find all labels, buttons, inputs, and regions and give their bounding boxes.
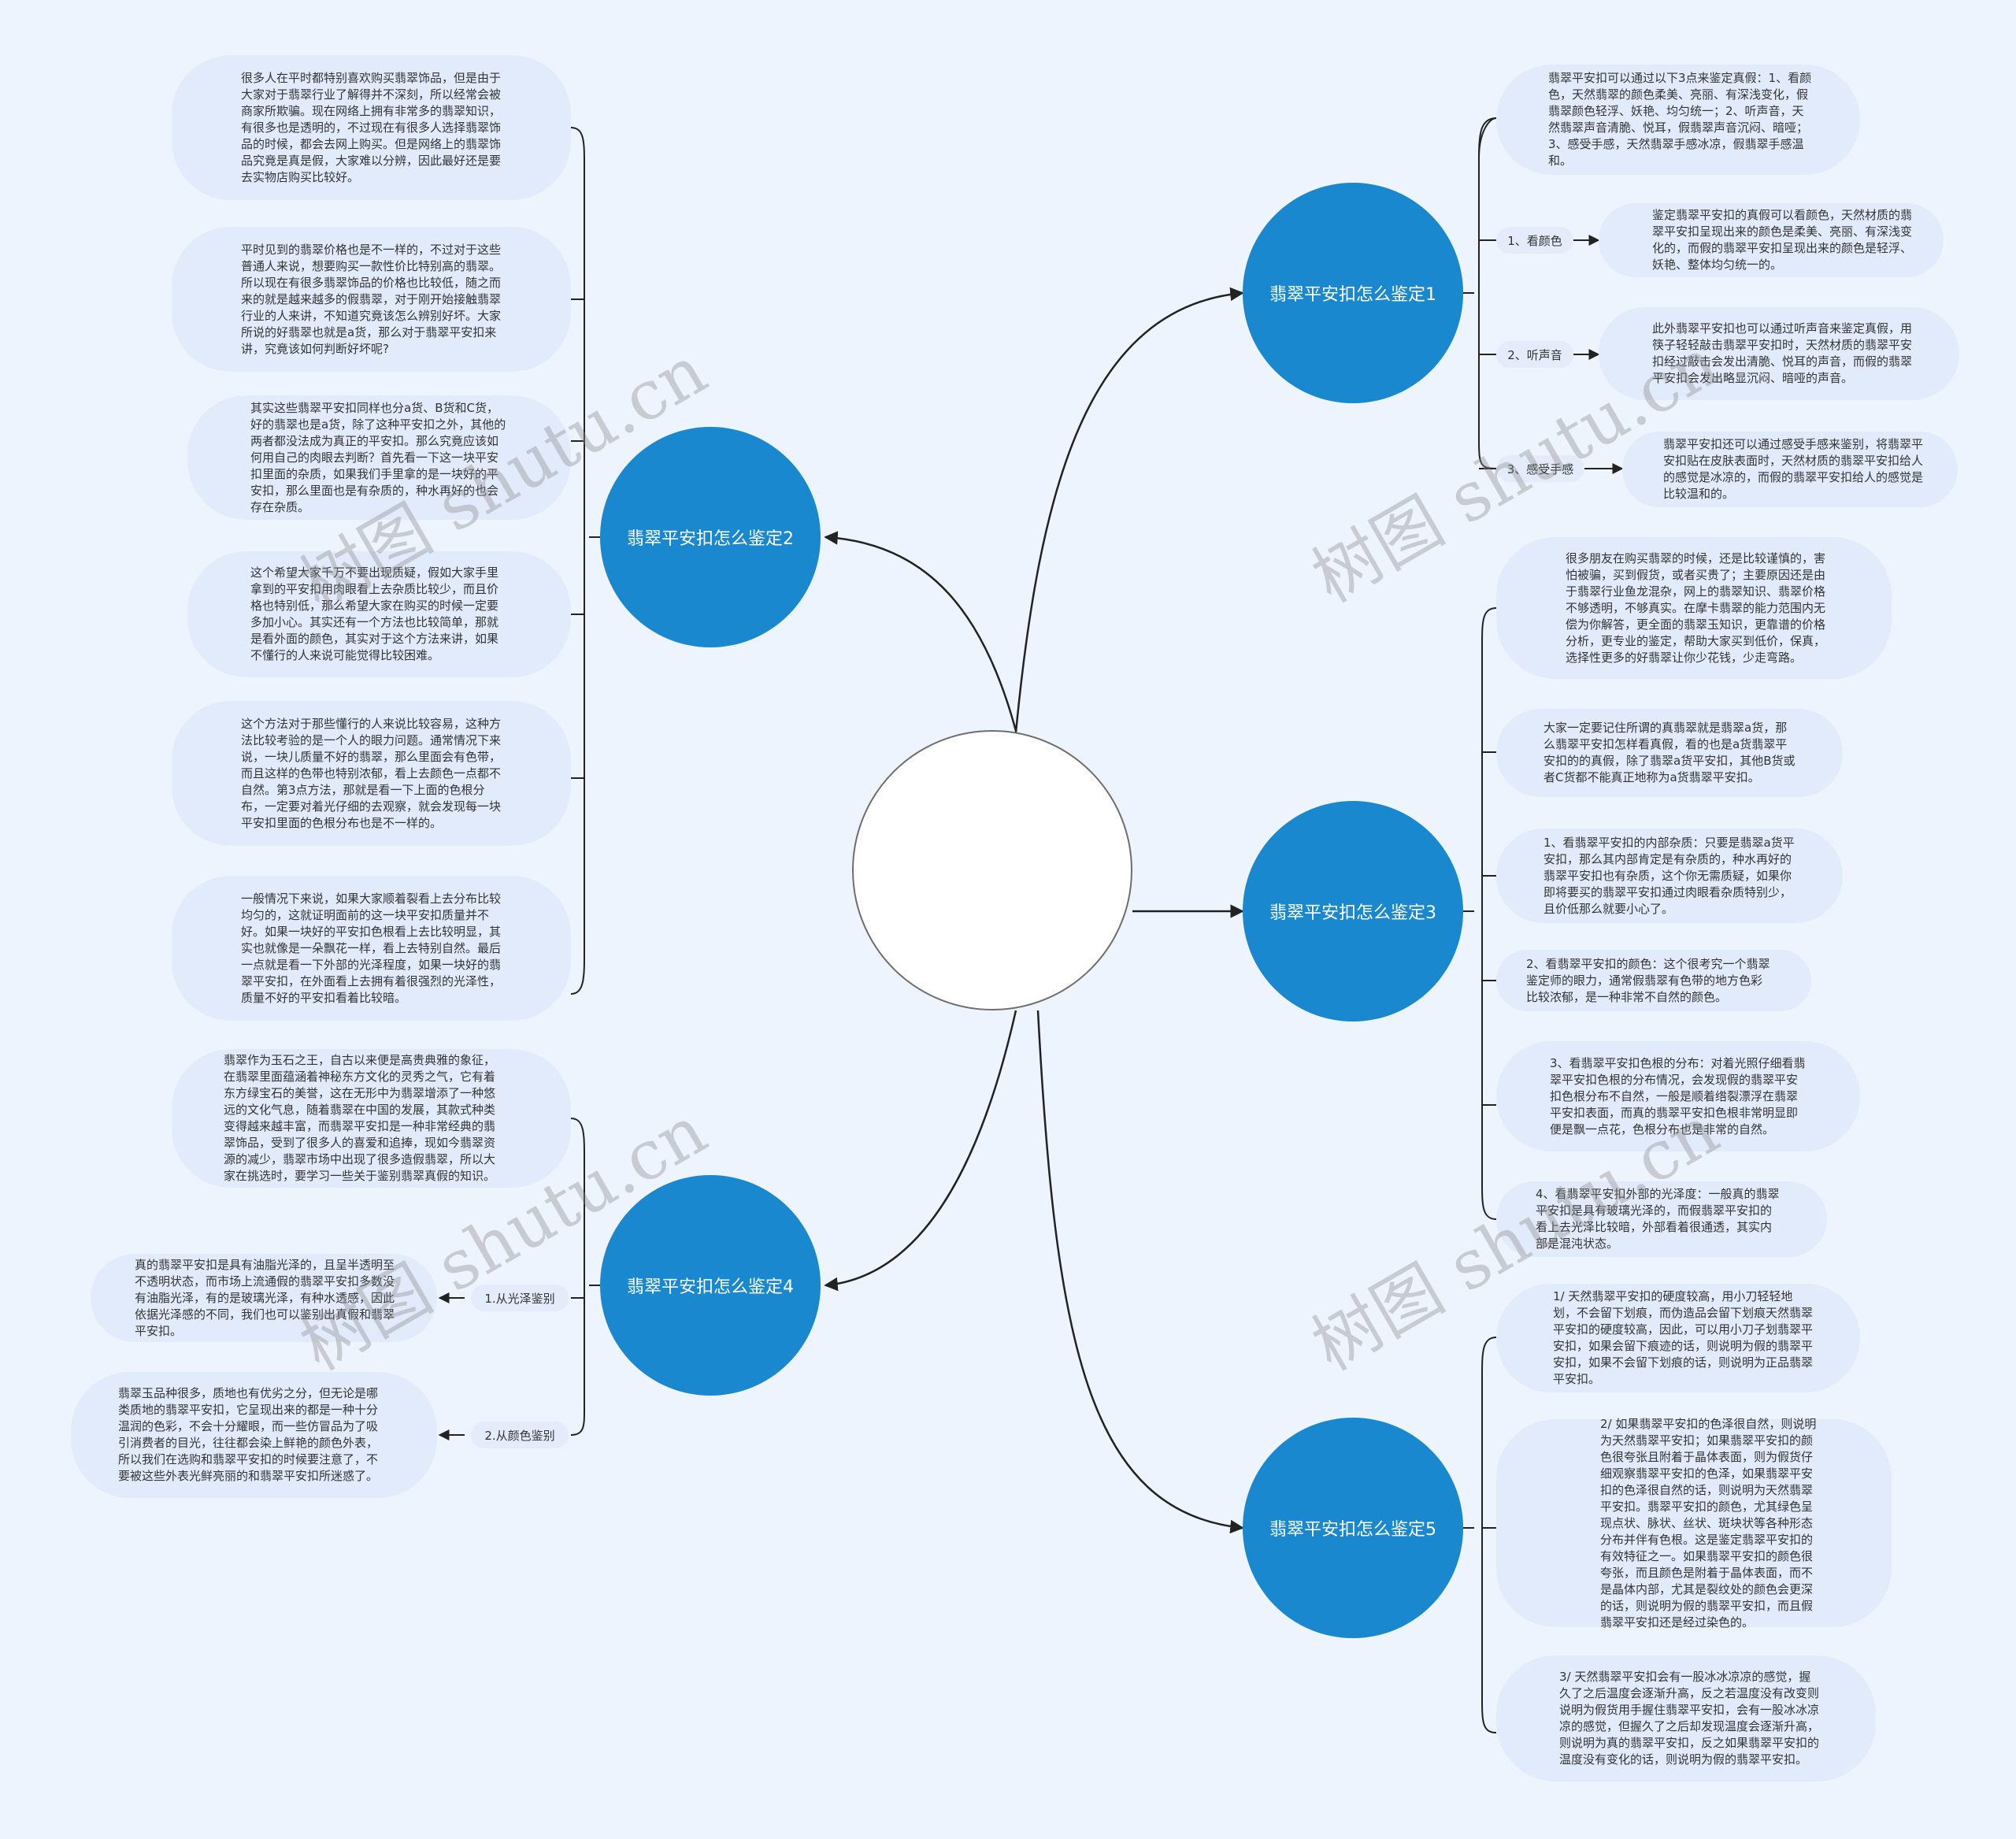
topic-node-4[interactable]: 翡翠平安扣怎么鉴定4 xyxy=(600,1175,821,1396)
topic-3-leaf-3[interactable]: 1、看翡翠平安扣的内部杂质：只要是翡翠a货平安扣，那么其内部肯定是有杂质的，种水… xyxy=(1496,829,1843,923)
topic-2-leaf-5[interactable]: 这个方法对于那些懂行的人来说比较容易，这种方法比较考验的是一个人的眼力问题。通常… xyxy=(172,701,571,846)
topic-1-title: 翡翠平安扣怎么鉴定1 xyxy=(1269,285,1436,305)
topic-3-title: 翡翠平安扣怎么鉴定3 xyxy=(1269,903,1436,923)
topic-node-5[interactable]: 翡翠平安扣怎么鉴定5 xyxy=(1243,1418,1463,1638)
topic-1-sub-touch[interactable]: 3、感受手感 xyxy=(1496,455,1584,482)
topic-1-intro-leaf[interactable]: 翡翠平安扣可以通过以下3点来鉴定真假：1、看颜色，天然翡翠的颜色柔美、亮丽、有深… xyxy=(1496,65,1860,175)
topic-4-sub-color[interactable]: 2.从颜色鉴别 xyxy=(471,1422,569,1448)
topic-1-touch-leaf[interactable]: 翡翠平安扣还可以通过感受手感来鉴别，将翡翠平安扣贴在皮肤表面时，天然材质的翡翠平… xyxy=(1622,432,1958,507)
topic-node-2[interactable]: 翡翠平安扣怎么鉴定2 xyxy=(600,427,821,647)
link-center-topic5 xyxy=(1036,1010,1244,1534)
topic-5-leaf-2[interactable]: 2/ 如果翡翠平安扣的色泽很自然，则说明为天然翡翠平安扣；如果翡翠平安扣的颜色很… xyxy=(1496,1417,1892,1630)
topic-1-color-leaf[interactable]: 鉴定翡翠平安扣的真假可以看颜色，天然材质的翡翠平安扣呈现出来的颜色是柔美、亮丽、… xyxy=(1599,203,1944,277)
link-center-topic2 xyxy=(824,531,1017,732)
topic-5-leaf-1[interactable]: 1/ 天然翡翠平安扣的硬度较高，用小刀轻轻地划，不会留下划痕，而伪造品会留下划痕… xyxy=(1496,1284,1860,1392)
topic-2-leaf-2[interactable]: 平时见到的翡翠价格也是不一样的，不过对于这些普通人来说，想要购买一款性价比特别高… xyxy=(172,227,571,372)
topic-4-intro-leaf[interactable]: 翡翠作为玉石之王，自古以来便是高贵典雅的象征，在翡翠里面蕴涵着神秘东方文化的灵秀… xyxy=(172,1049,571,1188)
topic-3-leaf-4[interactable]: 2、看翡翠平安扣的颜色：这个很考究一个翡翠鉴定师的眼力，通常假翡翠有色带的地方色… xyxy=(1496,950,1811,1011)
central-topic-node[interactable]: 翡翠平安扣怎么鉴定是真是假，新手一学就会 xyxy=(852,730,1132,1010)
topic-3-leaf-2[interactable]: 大家一定要记住所谓的真翡翠就是翡翠a货，那么翡翠平安扣怎样看真假，看的也是a货翡… xyxy=(1496,709,1843,797)
central-topic-title: 翡翠平安扣怎么鉴定是真是假，新手一学就会 xyxy=(910,830,1074,910)
topic-3-leaf-6[interactable]: 4、看翡翠平安扣外部的光泽度：一般真的翡翠平安扣是具有玻璃光泽的，而假翡翠平安扣… xyxy=(1496,1181,1827,1257)
topic-1-sound-leaf[interactable]: 此外翡翠平安扣也可以通过听声音来鉴定真假，用筷子轻轻敲击翡翠平安扣时，天然材质的… xyxy=(1599,307,1959,400)
topic-2-leaf-6[interactable]: 一般情况下来说，如果大家顺着裂看上去分布比较均匀的，这就证明面前的这一块平安扣质… xyxy=(172,876,571,1021)
topic-node-1[interactable]: 翡翠平安扣怎么鉴定1 xyxy=(1243,183,1463,403)
topic-5-leaf-3[interactable]: 3/ 天然翡翠平安扣会有一股冰冰凉凉的感觉，握久了之后温度会逐渐升高，反之若温度… xyxy=(1496,1655,1876,1782)
topic-5-title: 翡翠平安扣怎么鉴定5 xyxy=(1269,1520,1436,1540)
link-center-topic4 xyxy=(824,1010,1017,1292)
topic-4-sub-luster[interactable]: 1.从光泽鉴别 xyxy=(471,1285,569,1311)
topic-1-sub-sound[interactable]: 2、听声音 xyxy=(1496,341,1573,368)
topic-4-luster-leaf[interactable]: 真的翡翠平安扣是具有油脂光泽的，且呈半透明至不透明状态，而市场上流通假的翡翠平安… xyxy=(91,1254,437,1342)
topic-4-color-leaf[interactable]: 翡翠玉品种很多，质地也有优劣之分，但无论是哪类质地的翡翠平安扣，它呈现出来的都是… xyxy=(71,1372,437,1498)
topic-2-leaf-4[interactable]: 这个希望大家千万不要出现质疑，假如大家手里拿到的平安扣用肉眼看上去杂质比较少，而… xyxy=(187,551,571,677)
topic-4-title: 翡翠平安扣怎么鉴定4 xyxy=(627,1277,794,1297)
link-center-topic1 xyxy=(1014,287,1244,733)
topic-3-leaf-1[interactable]: 很多朋友在购买翡翠的时候，还是比较谨慎的，害怕被骗，买到假货，或者买贵了；主要原… xyxy=(1496,537,1892,679)
topic-1-sub-color[interactable]: 1、看颜色 xyxy=(1496,227,1573,254)
topic-2-title: 翡翠平安扣怎么鉴定2 xyxy=(627,529,794,549)
topic-node-3[interactable]: 翡翠平安扣怎么鉴定3 xyxy=(1243,801,1463,1021)
topic-2-leaf-1[interactable]: 很多人在平时都特别喜欢购买翡翠饰品，但是由于大家对于翡翠行业了解得并不深刻，所以… xyxy=(172,55,571,200)
topic-2-leaf-3[interactable]: 其实这些翡翠平安扣同样也分a货、B货和C货，好的翡翠也是a货，除了这种平安扣之外… xyxy=(187,395,571,520)
topic-3-leaf-5[interactable]: 3、看翡翠平安扣色根的分布：对着光照仔细看翡翠平安扣色根的分布情况，会发现假的翡… xyxy=(1496,1041,1860,1151)
